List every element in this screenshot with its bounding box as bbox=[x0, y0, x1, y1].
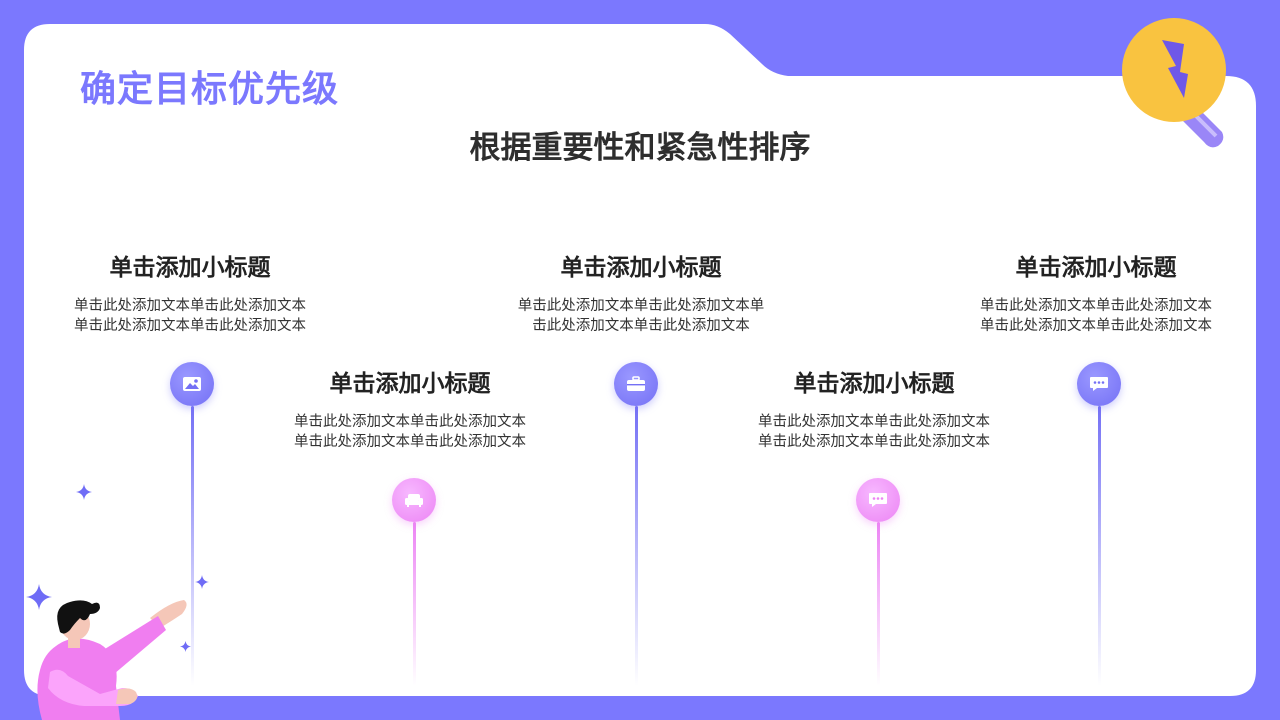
timeline-item: 单击添加小标题 单击此处添加文本单击此处添加文本单击此处添加文本单击此处添加文本 bbox=[516, 248, 766, 336]
timeline-line bbox=[1098, 406, 1101, 686]
timeline-line bbox=[877, 522, 880, 686]
chat-icon bbox=[1090, 377, 1108, 391]
item-title[interactable]: 单击添加小标题 bbox=[560, 255, 722, 281]
lightbulb-icon bbox=[1122, 18, 1226, 148]
briefcase-icon bbox=[627, 376, 645, 391]
timeline-item: 单击添加小标题 单击此处添加文本单击此处添加文本单击此处添加文本单击此处添加文本 bbox=[754, 364, 994, 452]
timeline-item: 单击添加小标题 单击此处添加文本单击此处添加文本单击此处添加文本单击此处添加文本 bbox=[70, 248, 310, 336]
sparkle-icon bbox=[76, 484, 92, 500]
person-pointing-illustration bbox=[37, 600, 187, 720]
timeline-line bbox=[191, 406, 194, 686]
chat-icon bbox=[869, 493, 887, 507]
item-title[interactable]: 单击添加小标题 bbox=[329, 371, 491, 397]
chat-node bbox=[1077, 362, 1121, 406]
image-node bbox=[170, 362, 214, 406]
image-icon bbox=[183, 377, 201, 391]
sofa-icon bbox=[405, 494, 423, 507]
timeline-line bbox=[413, 522, 416, 686]
chat-node bbox=[856, 478, 900, 522]
item-title[interactable]: 单击添加小标题 bbox=[1015, 255, 1177, 281]
sparkle-icon bbox=[180, 641, 191, 652]
sparkle-icon bbox=[26, 584, 52, 610]
item-description[interactable]: 单击此处添加文本单击此处添加文本单击此处添加文本单击此处添加文本 bbox=[758, 414, 990, 450]
briefcase-node bbox=[614, 362, 658, 406]
page-title: 确定目标优先级 bbox=[80, 69, 340, 110]
sofa-node bbox=[392, 478, 436, 522]
timeline-item: 单击添加小标题 单击此处添加文本单击此处添加文本单击此处添加文本单击此处添加文本 bbox=[976, 248, 1216, 336]
item-description[interactable]: 单击此处添加文本单击此处添加文本单击此处添加文本单击此处添加文本 bbox=[517, 298, 765, 334]
subtitle: 根据重要性和紧急性排序 bbox=[469, 130, 811, 166]
timeline-item: 单击添加小标题 单击此处添加文本单击此处添加文本单击此处添加文本单击此处添加文本 bbox=[290, 364, 530, 452]
item-title[interactable]: 单击添加小标题 bbox=[793, 371, 955, 397]
item-title[interactable]: 单击添加小标题 bbox=[109, 255, 271, 281]
item-description[interactable]: 单击此处添加文本单击此处添加文本单击此处添加文本单击此处添加文本 bbox=[980, 298, 1212, 334]
item-description[interactable]: 单击此处添加文本单击此处添加文本单击此处添加文本单击此处添加文本 bbox=[294, 414, 526, 450]
sparkle-icon bbox=[195, 575, 209, 589]
item-description[interactable]: 单击此处添加文本单击此处添加文本单击此处添加文本单击此处添加文本 bbox=[74, 298, 306, 334]
timeline-line bbox=[635, 406, 638, 686]
